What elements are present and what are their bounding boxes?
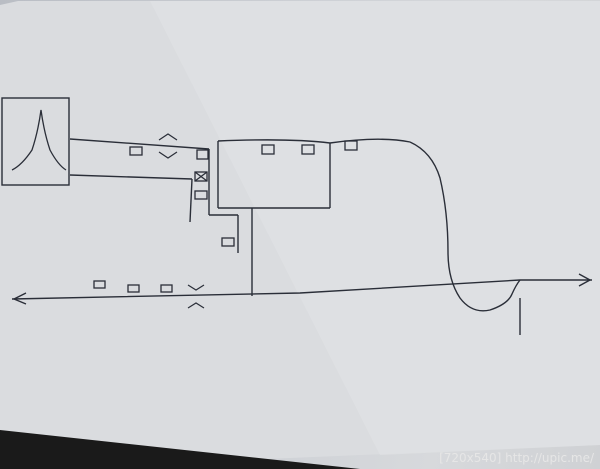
curved-road [409, 141, 521, 312]
main-road [11, 279, 592, 300]
photo-corner-shadow [0, 430, 360, 469]
left-arrow-icon [13, 292, 27, 305]
upper-road-bottom [69, 174, 193, 180]
right-arrow-icon [578, 273, 591, 287]
road-lines [11, 138, 592, 312]
upper-road-top [69, 138, 210, 150]
building-boxes [93, 140, 358, 293]
temple-landmark [1, 97, 70, 186]
crossing-marks [158, 133, 205, 309]
paper-highlight [150, 1, 600, 455]
direction-arrows [13, 273, 591, 335]
block-top-edge [217, 138, 411, 144]
temple-icon [11, 109, 67, 171]
watermark-footer: [720x540] http://upic.me/ [439, 451, 594, 465]
side-road-left [189, 178, 193, 223]
